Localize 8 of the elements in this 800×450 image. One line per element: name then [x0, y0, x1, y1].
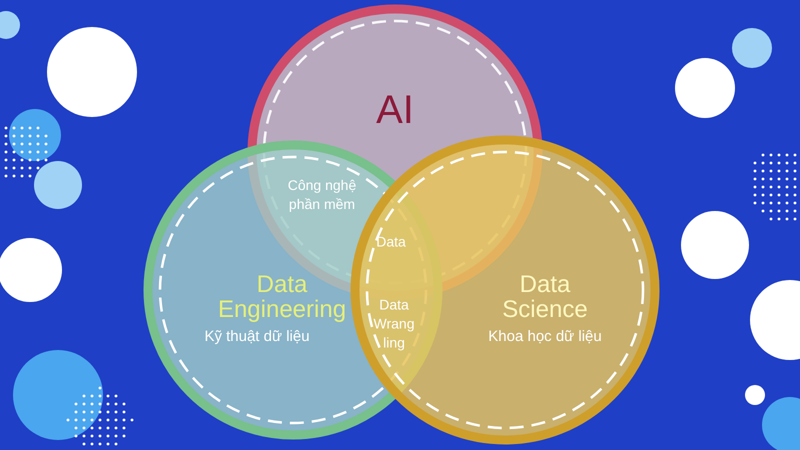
circle-title: Data Engineering	[216, 272, 348, 322]
circle-title: Data Science	[501, 272, 589, 322]
overlap-label: Data	[375, 232, 407, 252]
circle-subtitle: Kỹ thuật dữ liệu	[204, 329, 310, 345]
overlap-label: Data Wrang ling	[372, 296, 416, 352]
circle-subtitle: Khoa học dữ liệu	[488, 329, 602, 345]
circle-title: AI	[376, 89, 414, 131]
overlap-label: Công nghệ phần mềm	[286, 176, 358, 214]
